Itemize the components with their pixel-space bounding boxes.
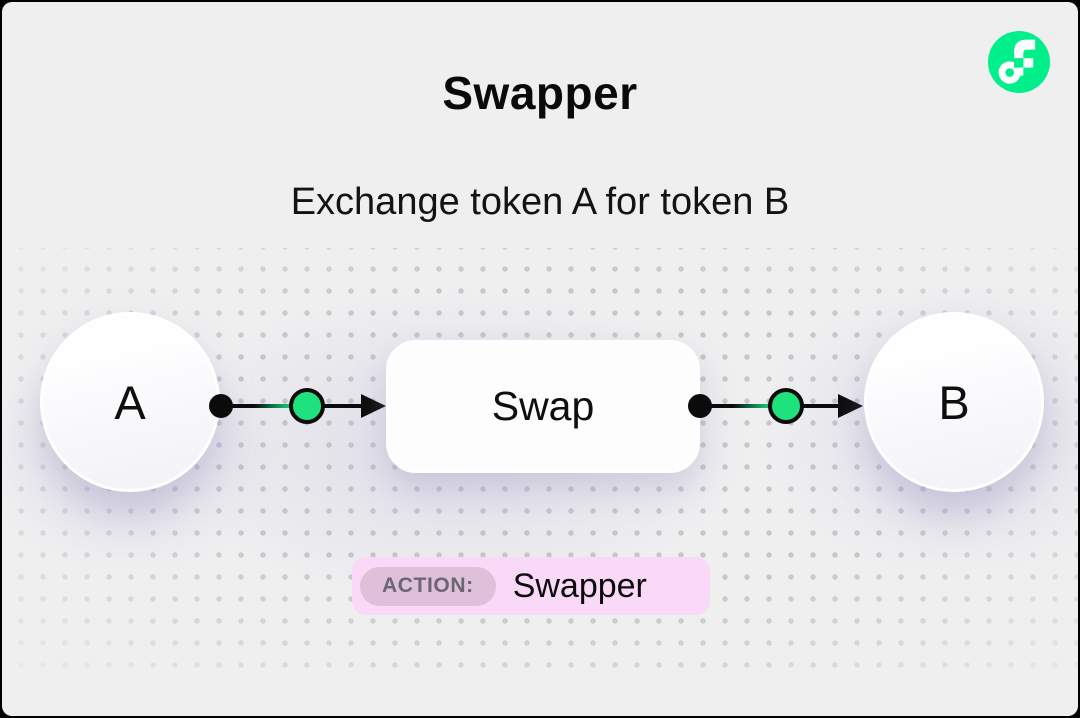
action-badge: ACTION: Swapper: [352, 557, 710, 615]
page-subtitle: Exchange token A for token B: [290, 181, 790, 223]
edge-green-node-left: [289, 388, 325, 424]
swap-node-label: Swap: [491, 383, 595, 429]
arrow-head-right-icon: [838, 394, 863, 418]
token-b-label: B: [938, 375, 970, 429]
action-badge-tag: ACTION:: [360, 566, 496, 606]
action-badge-value: Swapper: [512, 566, 647, 605]
edge-line-left-b: [307, 404, 363, 408]
page-title: Swapper: [442, 67, 638, 119]
edge-line-right-b: [786, 404, 840, 408]
edge-green-node-right: [768, 388, 804, 424]
edge-line-right-a: [700, 404, 786, 408]
token-a-label: A: [114, 375, 146, 429]
swap-node: Swap: [386, 340, 700, 473]
token-a-node: A: [40, 312, 220, 492]
flow-logo-icon: [988, 31, 1050, 93]
token-b-node: B: [864, 312, 1044, 492]
edge-line-left-a: [221, 404, 307, 408]
arrow-head-left-icon: [361, 394, 386, 418]
